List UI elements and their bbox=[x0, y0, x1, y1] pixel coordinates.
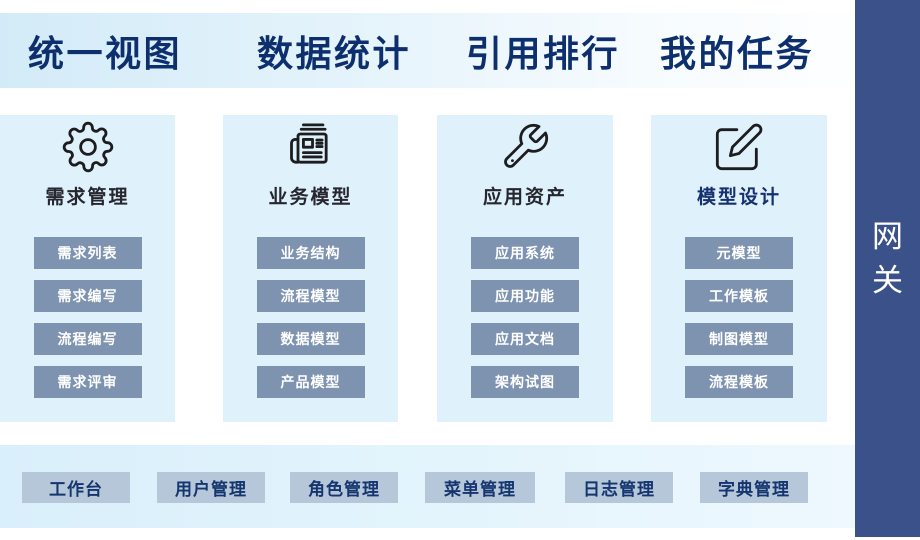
tab-citation-ranking[interactable]: 引用排行 bbox=[466, 32, 621, 74]
card-button-group: 业务结构 流程模型 数据模型 产品模型 bbox=[223, 237, 398, 398]
bottom-button-menu-management[interactable]: 菜单管理 bbox=[425, 472, 535, 503]
newspaper-icon bbox=[285, 121, 337, 173]
card-business-model: 业务模型 业务结构 流程模型 数据模型 产品模型 bbox=[223, 115, 398, 422]
button-application-document[interactable]: 应用文档 bbox=[471, 323, 579, 355]
card-title: 应用资产 bbox=[482, 187, 567, 208]
button-diagram-model[interactable]: 制图模型 bbox=[685, 323, 793, 355]
card-button-group: 应用系统 应用功能 应用文档 架构试图 bbox=[437, 237, 613, 398]
gateway-sidebar[interactable]: 网关 bbox=[855, 0, 920, 537]
button-work-template[interactable]: 工作模板 bbox=[685, 280, 793, 312]
bottom-button-log-management[interactable]: 日志管理 bbox=[565, 472, 673, 503]
button-product-model[interactable]: 产品模型 bbox=[256, 366, 365, 398]
button-application-system[interactable]: 应用系统 bbox=[471, 237, 579, 269]
gear-icon bbox=[62, 121, 114, 173]
button-requirement-review[interactable]: 需求评审 bbox=[33, 366, 142, 398]
card-button-group: 元模型 工作模板 制图模型 流程模板 bbox=[651, 237, 827, 398]
tab-my-tasks[interactable]: 我的任务 bbox=[660, 32, 815, 74]
bottom-bar: 工作台 用户管理 角色管理 菜单管理 日志管理 字典管理 bbox=[0, 445, 855, 528]
bottom-button-role-management[interactable]: 角色管理 bbox=[290, 472, 398, 503]
tab-data-statistics[interactable]: 数据统计 bbox=[257, 32, 412, 74]
card-title: 模型设计 bbox=[696, 187, 781, 208]
button-data-model[interactable]: 数据模型 bbox=[256, 323, 365, 355]
gateway-label: 网关 bbox=[872, 219, 903, 298]
bottom-button-dictionary-management[interactable]: 字典管理 bbox=[700, 472, 808, 503]
button-requirement-list[interactable]: 需求列表 bbox=[33, 237, 142, 269]
header: 统一视图 数据统计 引用排行 我的任务 bbox=[0, 13, 855, 88]
button-process-write[interactable]: 流程编写 bbox=[33, 323, 142, 355]
card-application-assets: 应用资产 应用系统 应用功能 应用文档 架构试图 bbox=[437, 115, 613, 422]
tab-unified-view[interactable]: 统一视图 bbox=[28, 32, 183, 74]
button-business-structure[interactable]: 业务结构 bbox=[256, 237, 365, 269]
button-application-function[interactable]: 应用功能 bbox=[471, 280, 579, 312]
button-meta-model[interactable]: 元模型 bbox=[685, 237, 793, 269]
card-title: 需求管理 bbox=[45, 187, 130, 208]
bottom-button-workbench[interactable]: 工作台 bbox=[22, 472, 130, 503]
wrench-icon bbox=[499, 121, 551, 173]
bottom-button-user-management[interactable]: 用户管理 bbox=[157, 472, 265, 503]
button-process-template[interactable]: 流程模板 bbox=[685, 366, 793, 398]
button-requirement-write[interactable]: 需求编写 bbox=[33, 280, 142, 312]
button-architecture-view[interactable]: 架构试图 bbox=[471, 366, 579, 398]
edit-icon bbox=[713, 121, 765, 173]
card-requirements-management: 需求管理 需求列表 需求编写 流程编写 需求评审 bbox=[0, 115, 175, 422]
card-model-design: 模型设计 元模型 工作模板 制图模型 流程模板 bbox=[651, 115, 827, 422]
card-button-group: 需求列表 需求编写 流程编写 需求评审 bbox=[0, 237, 175, 398]
button-process-model[interactable]: 流程模型 bbox=[256, 280, 365, 312]
card-title: 业务模型 bbox=[268, 187, 353, 208]
